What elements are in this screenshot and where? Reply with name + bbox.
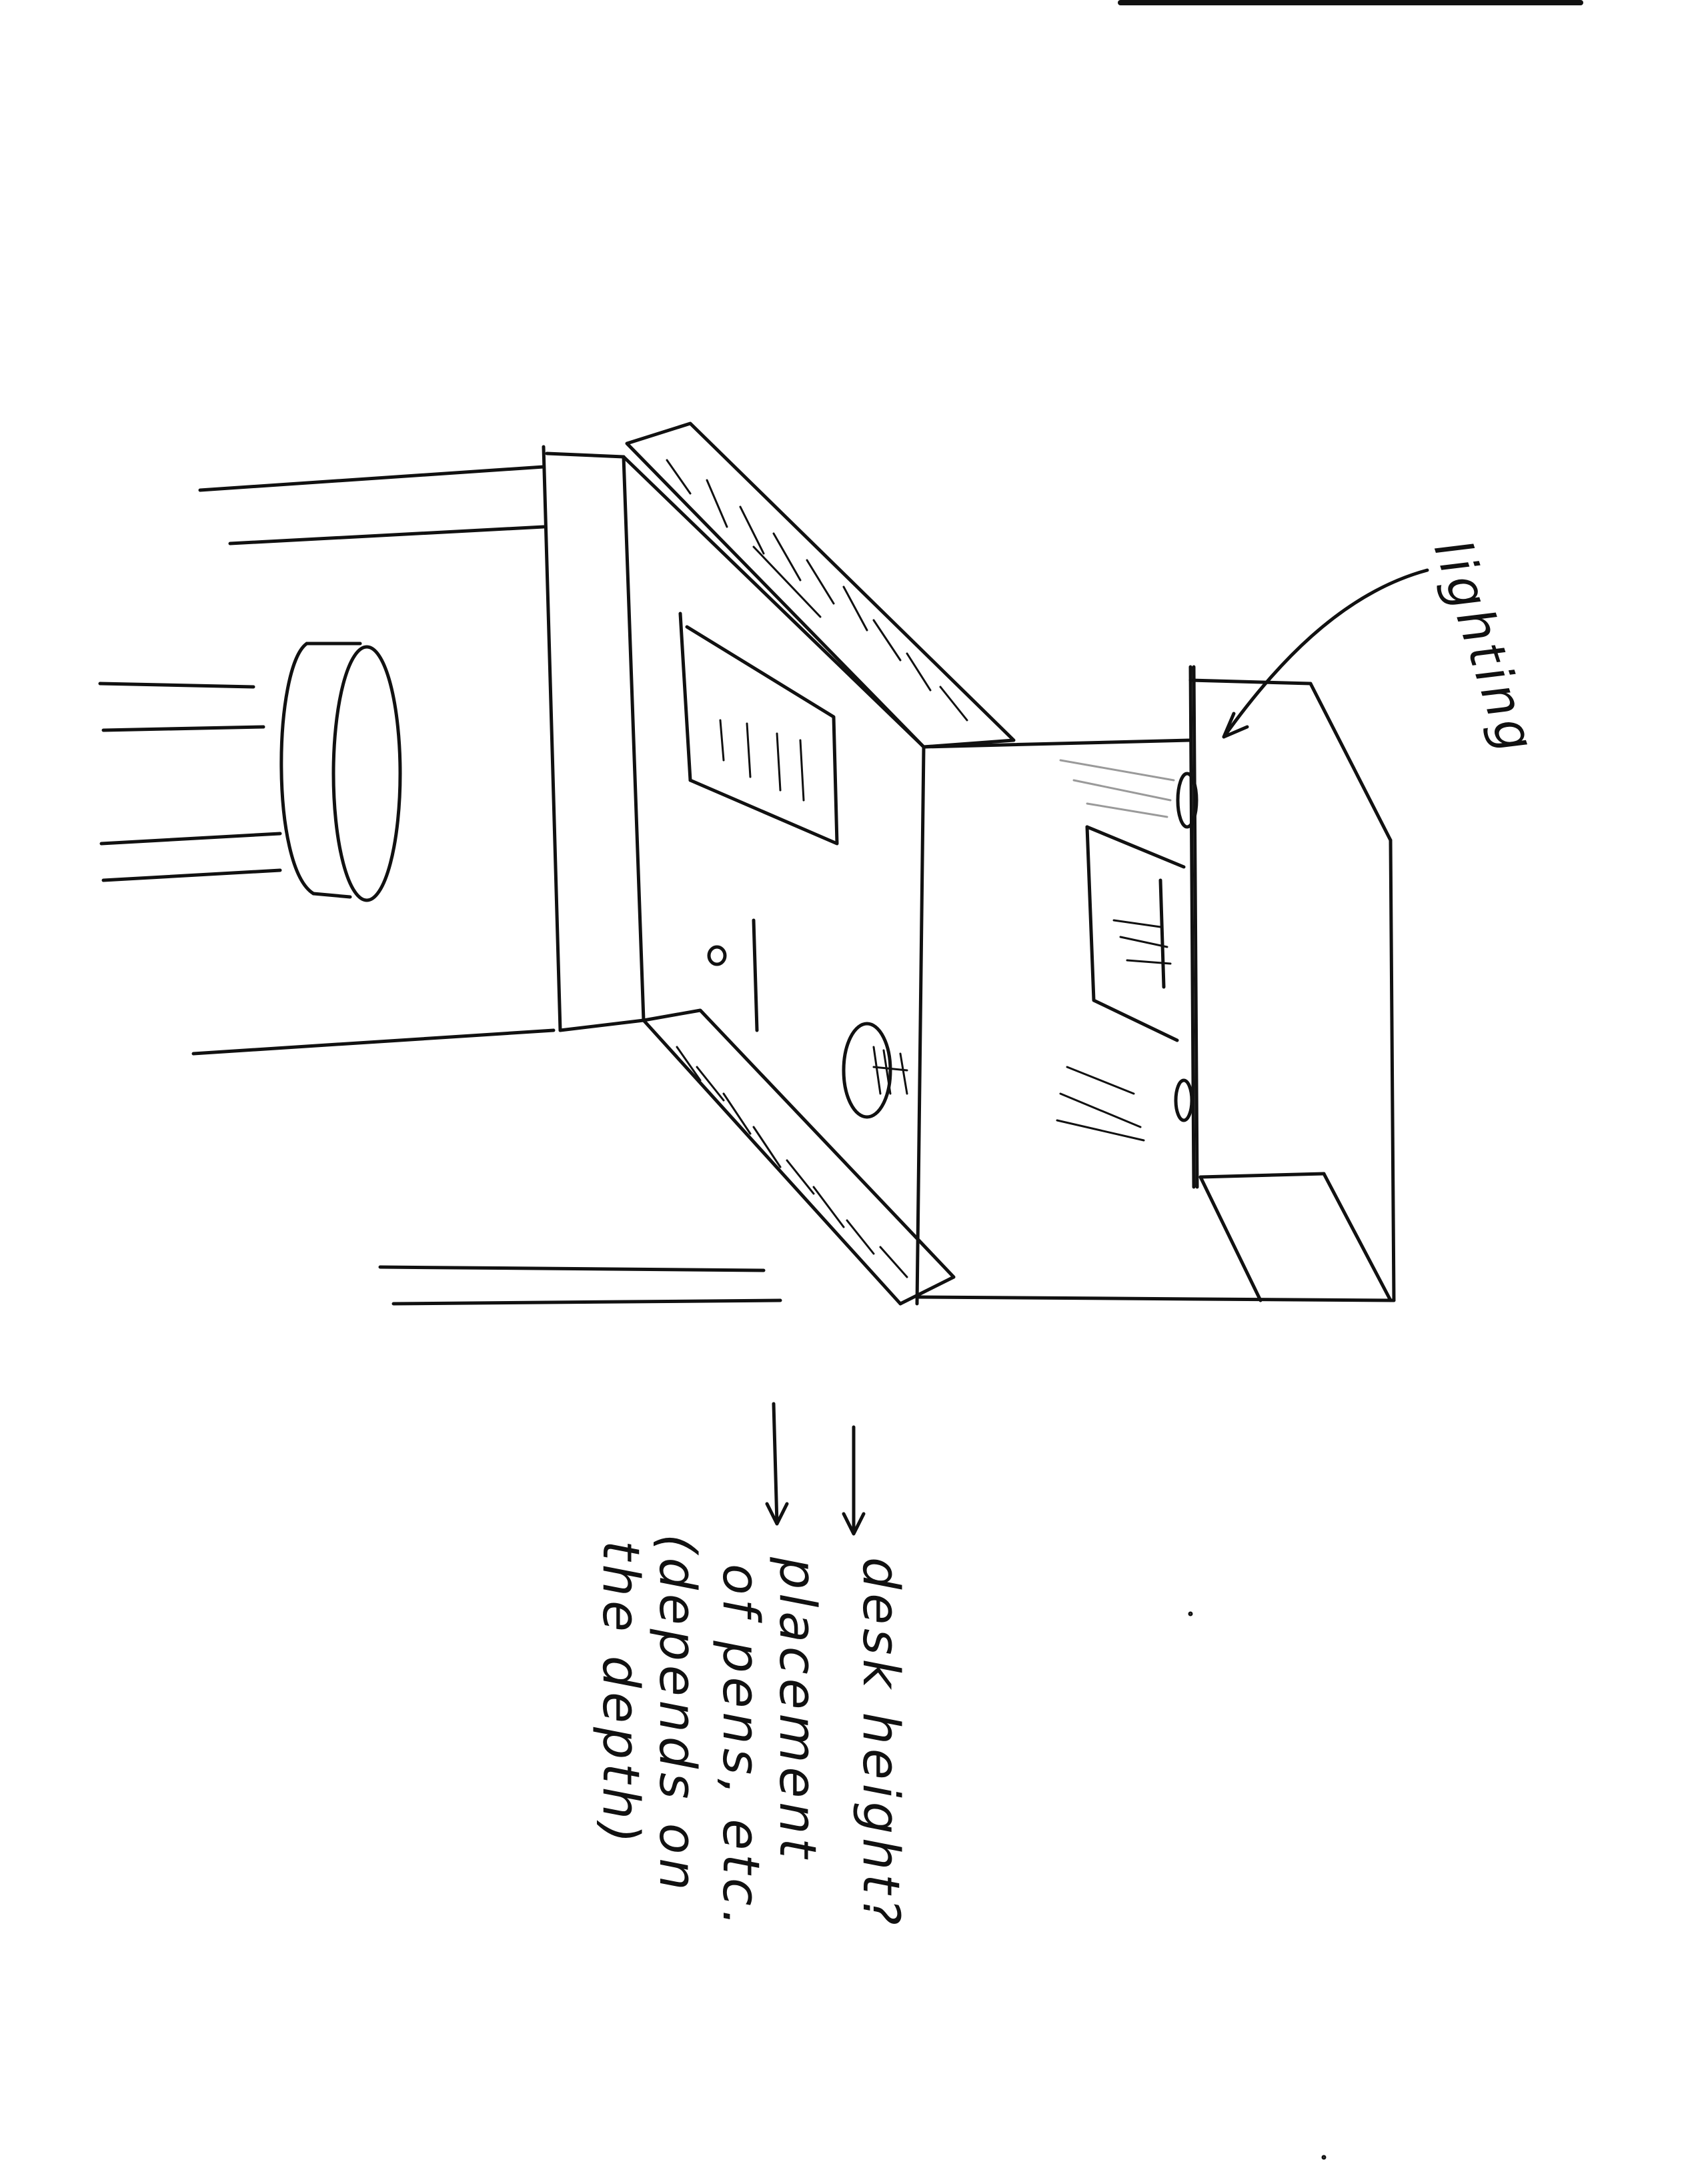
cabinet-panel — [680, 614, 837, 844]
speck — [1323, 2156, 1325, 2159]
label-placement-line1: placement — [768, 1556, 828, 1862]
cabinet-slot — [754, 920, 757, 1030]
box-inner-panel — [1057, 827, 1184, 1140]
hatched-bottom-panel — [644, 1010, 954, 1304]
speck — [1189, 1612, 1192, 1615]
wall-lines — [100, 447, 780, 1304]
placement-arrow — [767, 1404, 787, 1524]
light-bottom — [1176, 1080, 1192, 1120]
label-desk-height: desk height? — [852, 1557, 911, 1929]
label-placement-line3: (depends on — [648, 1534, 708, 1894]
label-lighting: lighting — [1423, 532, 1548, 762]
label-placement-line4: the depth) — [592, 1540, 651, 1847]
cabinet-knob — [709, 947, 725, 964]
oval-handle — [844, 1024, 907, 1117]
desk-cabinet — [547, 453, 924, 1304]
label-placement-line2: of pens, etc. — [712, 1564, 771, 1930]
desk-box — [917, 667, 1394, 1300]
desk-height-arrow — [844, 1427, 864, 1534]
wall-lamp-fixture — [281, 644, 400, 900]
light-rays — [1060, 760, 1174, 817]
